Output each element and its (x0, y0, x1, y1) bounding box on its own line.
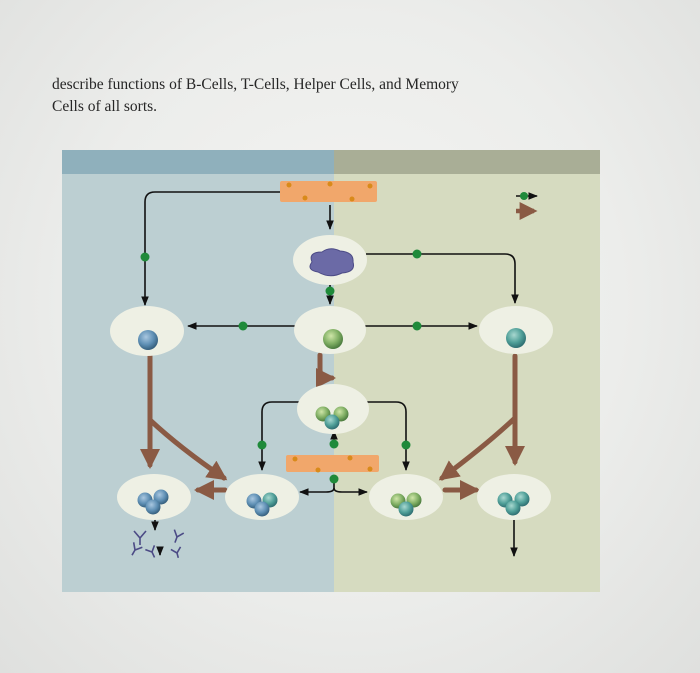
memory-b-cluster-icon (246, 492, 278, 517)
active-cytotoxic-t-cells (477, 474, 551, 520)
question-text: describe functions of B-Cells, T-Cells, … (52, 74, 522, 118)
cell-bubbles (110, 235, 553, 520)
plasma-cluster-icon (137, 489, 169, 515)
left-panel-header (62, 150, 334, 174)
cytotoxic-t-cell-icon (506, 328, 526, 348)
memory-b-cells (225, 474, 299, 520)
question-line-2: Cells of all sorts. (52, 98, 158, 115)
b-cell-icon (138, 330, 158, 350)
activated-t-cluster-icon (315, 406, 349, 430)
helper-t-cell-icon (323, 329, 343, 349)
differentiation-arrows (140, 352, 525, 500)
antigen-bar-middle (286, 455, 379, 472)
memory-t-cluster-icon (390, 492, 422, 517)
antibody-icon (131, 529, 185, 559)
legend (516, 192, 538, 220)
left-panel (62, 150, 334, 592)
signal-dots (140, 249, 422, 484)
memory-t-cells (369, 474, 443, 520)
legend-dot-icon (516, 192, 538, 200)
question-line-1: describe functions of B-Cells, T-Cells, … (52, 76, 459, 93)
right-panel (334, 150, 600, 592)
right-panel-header (334, 150, 600, 174)
activated-helper-t-cells (297, 384, 369, 434)
cytotoxic-cluster-icon (497, 491, 530, 516)
dendritic-cell-icon (309, 248, 354, 277)
